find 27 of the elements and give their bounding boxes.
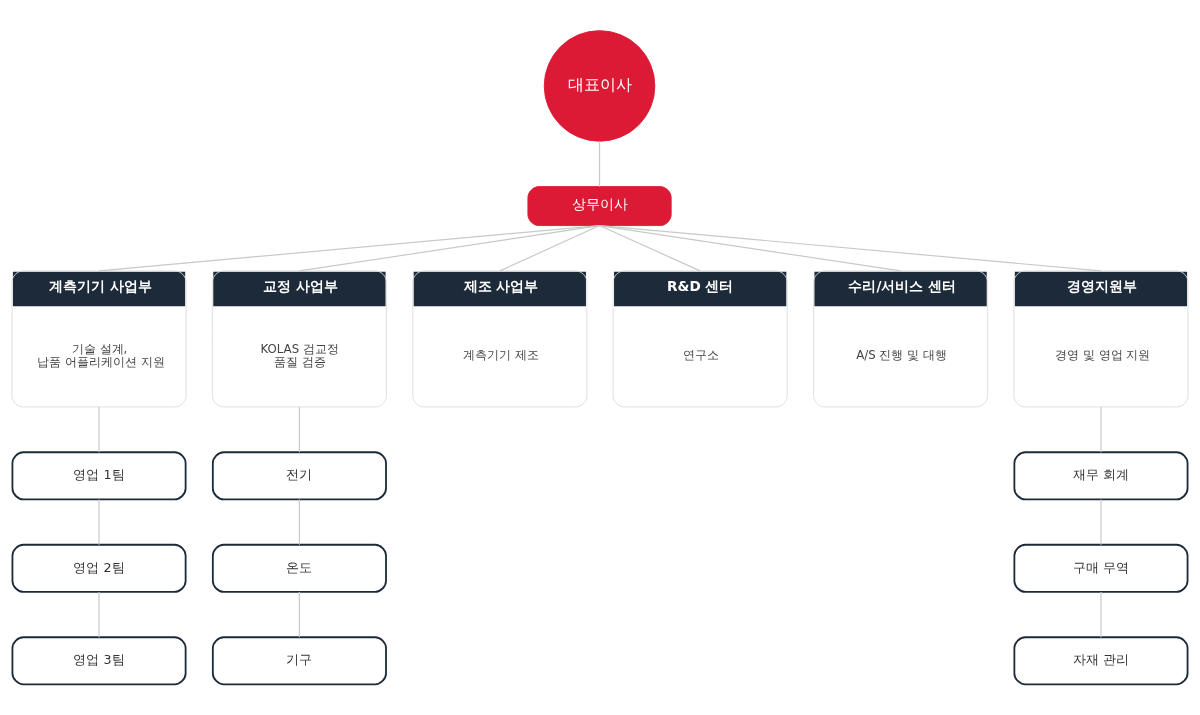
node-box: 상무이사 (527, 186, 672, 227)
connector (598, 140, 601, 188)
connector (98, 225, 601, 272)
connector (298, 406, 300, 453)
node-circle: 대표이사 (543, 30, 656, 142)
connector (98, 406, 100, 453)
node-box: 기구 (211, 636, 387, 686)
connector (598, 225, 1102, 272)
connector (298, 498, 300, 546)
connector (598, 225, 701, 272)
connector (98, 591, 100, 638)
connector (298, 225, 601, 272)
node-box: 온도 (211, 543, 387, 593)
connector (1100, 406, 1102, 453)
connector (298, 591, 300, 638)
connector (98, 498, 100, 546)
connector (598, 225, 902, 272)
connector (1100, 591, 1102, 638)
connector (499, 225, 601, 272)
node-box: 재무 회계 (1013, 451, 1189, 501)
node-box: 구매 무역 (1013, 543, 1189, 593)
node-box: 자재 관리 (1013, 636, 1189, 686)
node-box: 영업 2팀 (11, 543, 187, 593)
connector (1100, 498, 1102, 546)
node-box: 영업 1팀 (11, 451, 187, 501)
node-box: 영업 3팀 (11, 636, 187, 686)
node-box: 전기 (211, 451, 387, 501)
